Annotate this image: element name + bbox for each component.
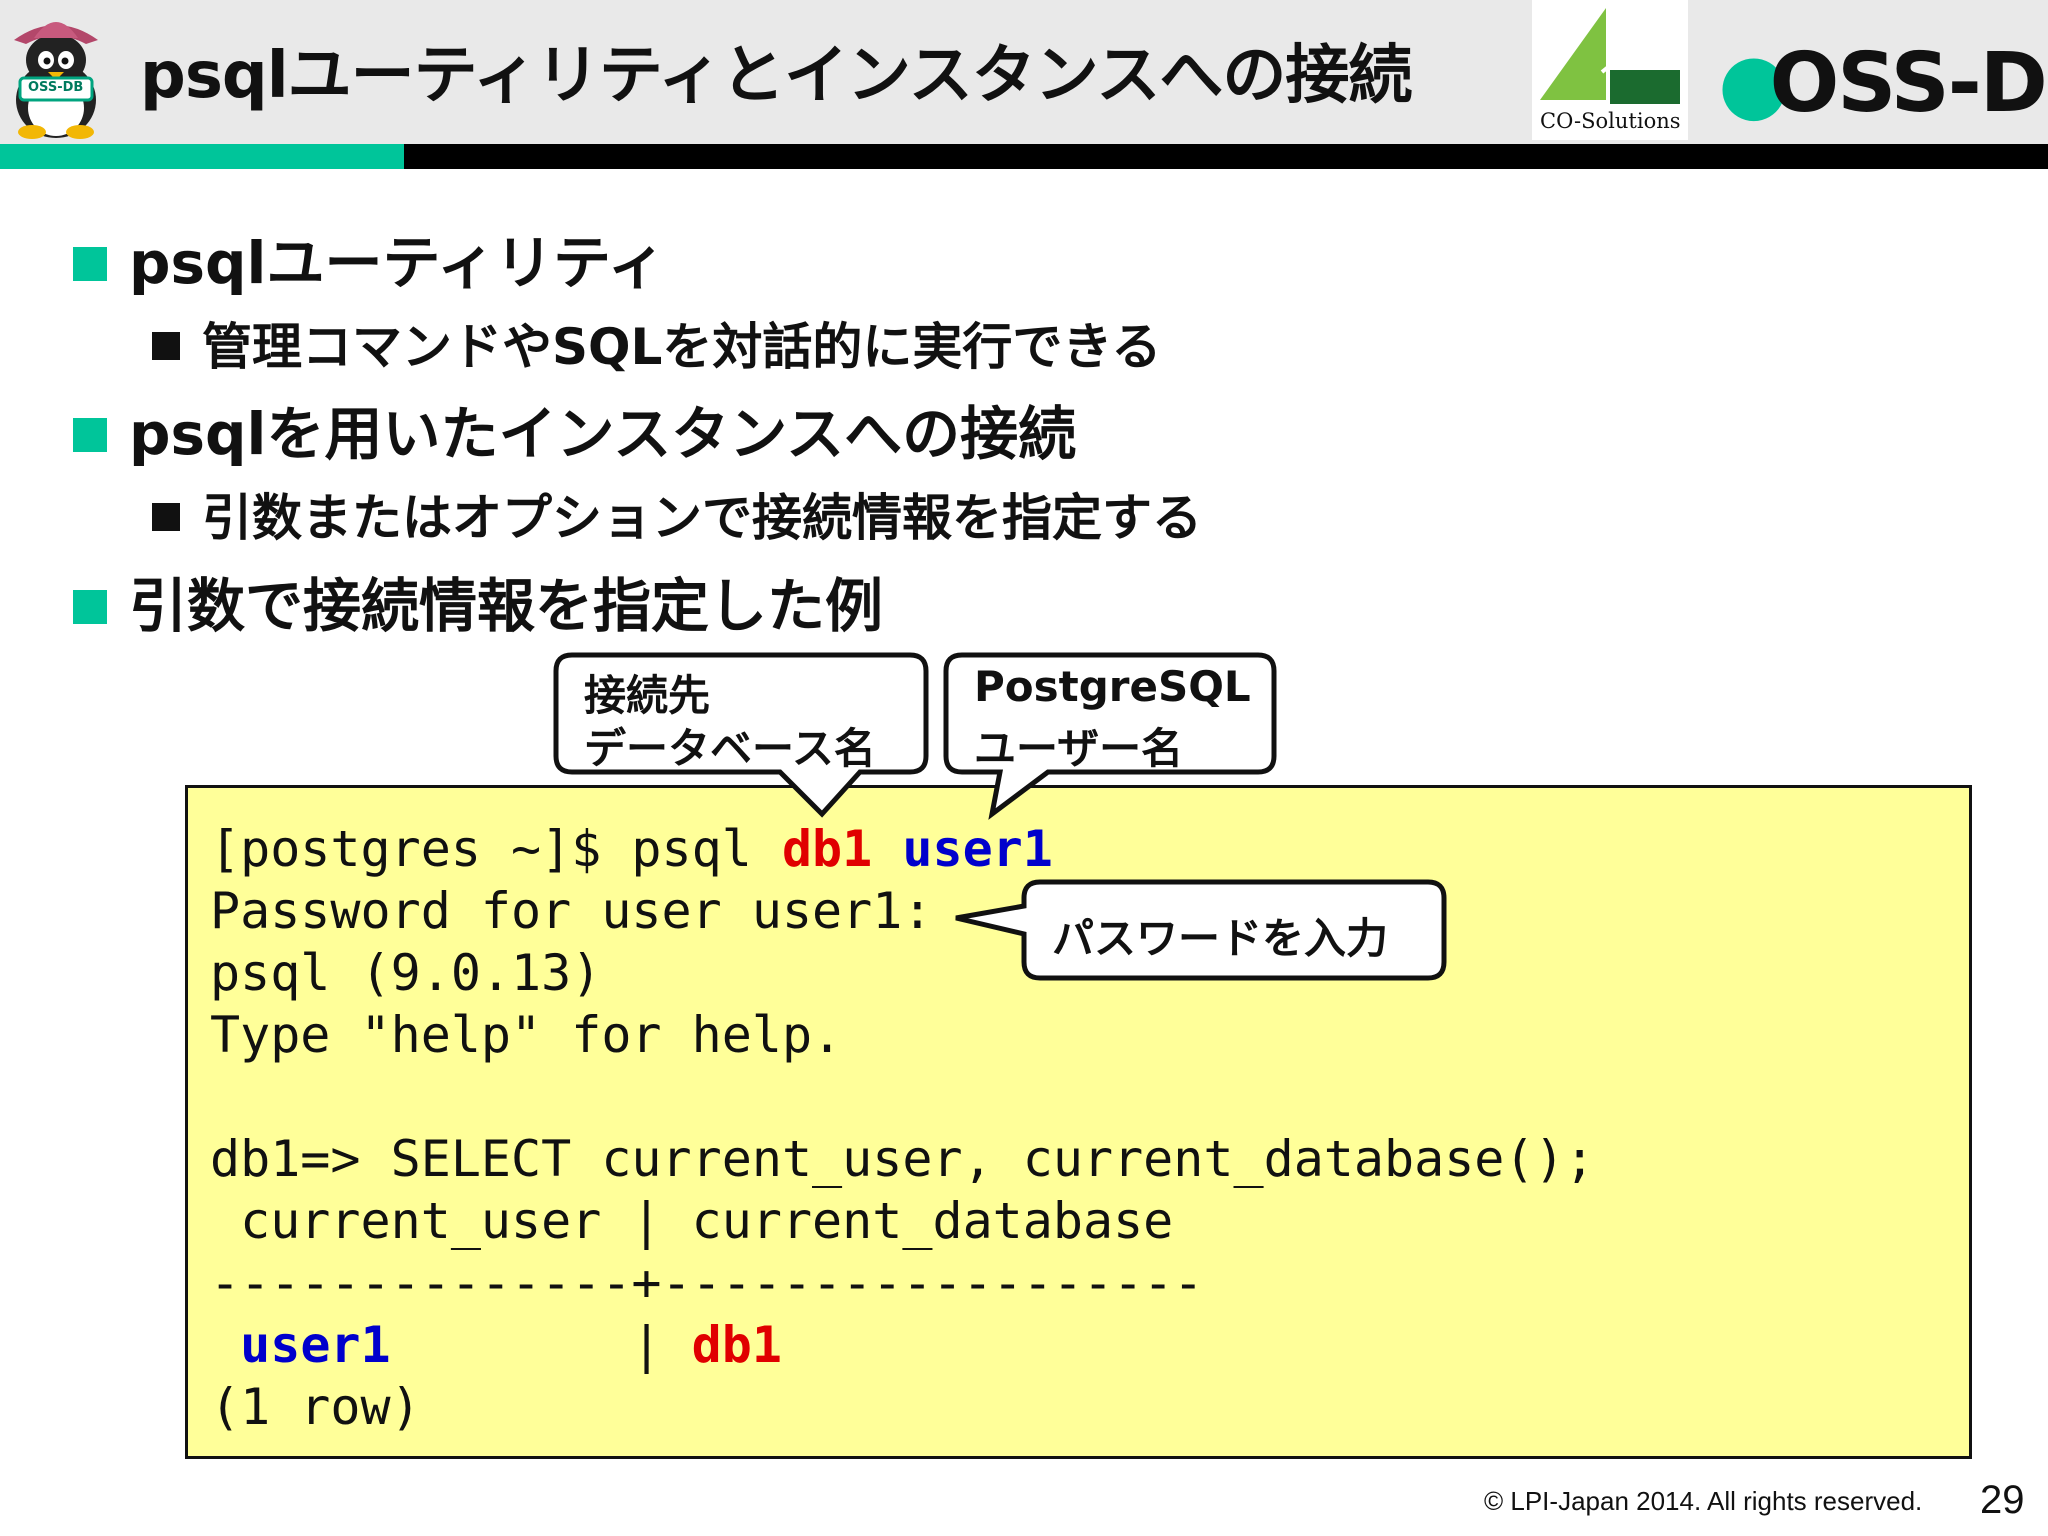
terminal-line-result-separator: --------------+------------------ <box>210 1254 1204 1312</box>
page-number: 29 <box>1980 1478 2025 1522</box>
header-accent-bar <box>0 144 404 169</box>
bullet-text: 管理コマンドやSQLを対話的に実行できる <box>202 318 1162 376</box>
page-title: psqlユーティリティとインスタンスへの接続 <box>140 39 1412 113</box>
bullet-square-icon <box>73 247 107 281</box>
callout-password-text: パスワードを入力 <box>1052 914 1389 963</box>
co-solutions-logo-text: CO-Solutions <box>1540 109 1681 133</box>
terminal-result-user: user1 <box>240 1316 391 1374</box>
terminal-arg-user: user1 <box>902 820 1053 878</box>
terminal-row-separator: | <box>390 1316 692 1374</box>
bullet-connection-options: 引数またはオプションで接続情報を指定する <box>152 486 1202 550</box>
header-divider-bar <box>404 144 2048 169</box>
terminal-line-result-row: user1 | db1 <box>210 1314 782 1376</box>
terminal-line-row-count: (1 row) <box>210 1378 421 1436</box>
mascot-badge-label: OSS-DB <box>28 80 84 95</box>
bullet-instance-connection: psqlを用いたインスタンスへの接続 <box>73 398 1076 470</box>
penguin-mascot-icon <box>14 22 98 139</box>
bullet-text: psqlユーティリティ <box>129 229 666 297</box>
oss-db-logo-text: OSS-DB <box>1769 36 2048 131</box>
co-solutions-logo <box>1532 0 1688 140</box>
copyright-notice: © LPI-Japan 2014. All rights reserved. <box>1484 1486 1923 1516</box>
bullet-interactive-sql: 管理コマンドやSQLを対話的に実行できる <box>152 315 1161 379</box>
terminal-line-help: Type "help" for help. <box>210 1006 843 1064</box>
bullet-argument-example: 引数で接続情報を指定した例 <box>73 570 883 642</box>
bullet-square-icon <box>73 418 107 452</box>
callout-user-line2: ユーザー名 <box>974 724 1184 773</box>
callout-user-line1: PostgreSQL <box>974 662 1251 711</box>
terminal-result-database: db1 <box>691 1316 782 1374</box>
callout-database-line1: 接続先 <box>584 671 711 720</box>
sub-bullet-square-icon <box>152 332 180 360</box>
oss-db-logo-mark-icon: ● <box>1718 36 1790 131</box>
terminal-space <box>872 820 902 878</box>
bullet-psql-utility: psqlユーティリティ <box>73 227 665 299</box>
terminal-line-select: db1=> SELECT current_user, current_datab… <box>210 1130 1595 1188</box>
terminal-line-password: Password for user user1: <box>210 882 933 940</box>
terminal-line-version: psql (9.0.13) <box>210 944 602 1002</box>
co-solutions-logo-icon <box>1532 8 1688 140</box>
terminal-prompt: [postgres ~]$ psql <box>210 820 782 878</box>
terminal-example: [postgres ~]$ psql db1 user1 Password fo… <box>185 785 1972 1459</box>
slide-header <box>0 0 2048 144</box>
sub-bullet-square-icon <box>152 503 180 531</box>
callout-database-line2: データベース名 <box>584 724 876 773</box>
bullet-text: psqlを用いたインスタンスへの接続 <box>129 400 1077 468</box>
bullet-square-icon <box>73 590 107 624</box>
bullet-text: 引数またはオプションで接続情報を指定する <box>202 489 1202 547</box>
terminal-row-lead <box>210 1316 240 1374</box>
oss-db-logo: ●OSS-DB <box>1718 36 2048 132</box>
terminal-arg-database: db1 <box>781 820 873 878</box>
terminal-line-command: [postgres ~]$ psql db1 user1 <box>210 818 1053 880</box>
bullet-text: 引数で接続情報を指定した例 <box>129 572 884 640</box>
terminal-line-result-header: current_user | current_database <box>210 1192 1174 1250</box>
